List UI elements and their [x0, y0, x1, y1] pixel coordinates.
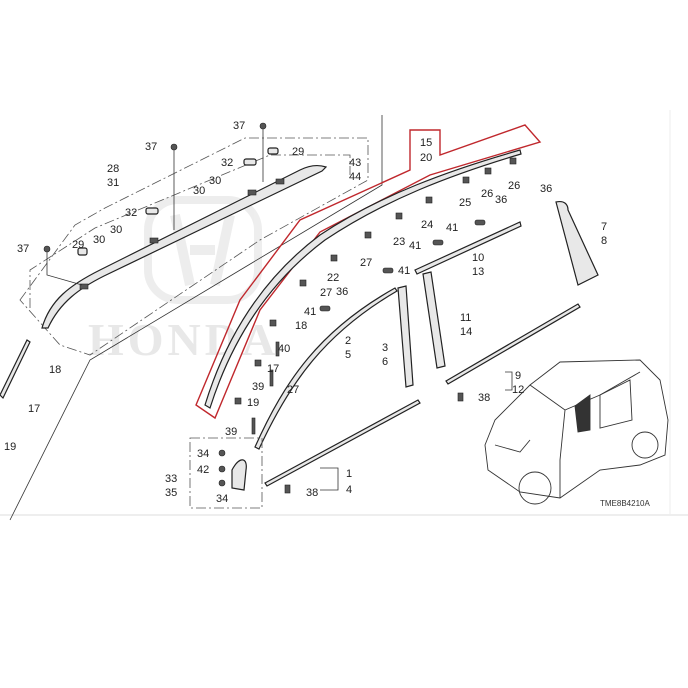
callout: 25	[459, 197, 471, 209]
callout: 30	[93, 234, 105, 246]
callout: 13	[472, 266, 484, 278]
callout: 34	[197, 448, 209, 460]
callout: 1	[346, 468, 352, 480]
callout: 36	[540, 183, 552, 195]
callout: 29	[292, 146, 304, 158]
callout: 14	[460, 326, 472, 338]
callout: 6	[382, 356, 388, 368]
callout: 37	[233, 120, 245, 132]
callout: 23	[393, 236, 405, 248]
vehicle-illustration	[484, 359, 669, 505]
callout: 7	[601, 221, 607, 233]
rail-clip	[247, 189, 257, 196]
callout: 39	[225, 426, 237, 438]
callout: 8	[601, 235, 607, 247]
callout: 42	[197, 464, 209, 476]
callout: 41	[446, 222, 458, 234]
callout: 33	[165, 473, 177, 485]
callout: 30	[110, 224, 122, 236]
diagram-code: TME8B4210A	[600, 499, 650, 508]
callout: 27	[320, 287, 332, 299]
callout: 17	[267, 363, 279, 375]
callout: 30	[193, 185, 205, 197]
callout: 9	[515, 370, 521, 382]
callout: 3	[382, 342, 388, 354]
rail-clip	[275, 178, 285, 185]
cover	[243, 158, 257, 166]
mudguard	[231, 459, 247, 491]
callout: 28	[107, 163, 119, 175]
molding-clips	[234, 157, 517, 435]
callout: 41	[304, 306, 316, 318]
callout: 15	[420, 137, 432, 149]
callout: 12	[512, 384, 524, 396]
callout: 36	[336, 286, 348, 298]
highlight-roof-molding-outline	[195, 124, 542, 420]
callout: 22	[327, 272, 339, 284]
group-border-line	[9, 115, 383, 521]
end-cap	[267, 147, 279, 155]
callout: 43	[349, 157, 361, 169]
callout: 11	[460, 312, 471, 324]
left-molding	[0, 339, 31, 400]
callout: 2	[345, 335, 351, 347]
callout: 20	[420, 152, 432, 164]
bolt	[43, 245, 51, 253]
callout: 27	[360, 257, 372, 269]
callout: 37	[17, 243, 29, 255]
callout: 30	[209, 175, 221, 187]
rear-door-upper-molding	[414, 221, 522, 275]
callout: 10	[472, 252, 484, 264]
callout: 39	[252, 381, 264, 393]
cover	[145, 207, 159, 215]
callout: 29	[72, 239, 84, 251]
callout: 31	[107, 177, 119, 189]
roof-rail-subgroup-outline	[29, 154, 351, 308]
mudguard-group-outline	[189, 437, 263, 509]
callout: 24	[421, 219, 433, 231]
callout: 34	[216, 493, 228, 505]
callout: 19	[4, 441, 16, 453]
pillar-garnish-rear	[422, 271, 446, 369]
callout: 40	[278, 343, 290, 355]
callout: 27	[287, 384, 299, 396]
end-cap	[77, 247, 88, 256]
callout: 4	[346, 484, 352, 496]
callout: 5	[345, 349, 351, 361]
callout: 18	[49, 364, 61, 376]
roof-molding	[204, 149, 522, 409]
front-door-upper-molding	[254, 287, 398, 450]
callout: 19	[247, 397, 259, 409]
callout: 41	[409, 240, 421, 252]
pillar-garnish-front	[397, 285, 414, 388]
callout: 38	[478, 392, 490, 404]
callout: 37	[145, 141, 157, 153]
callout: 26	[508, 180, 520, 192]
callout-labels: 37 37 37 29 29 32 32 28 31 43 44 30 30 3…	[4, 120, 650, 508]
rail-clip	[149, 237, 159, 244]
callout: 26	[481, 188, 493, 200]
rail-clip	[79, 283, 89, 290]
callout: 35	[165, 487, 177, 499]
callout: 32	[125, 207, 137, 219]
roof-rail	[41, 164, 328, 329]
callout: 44	[349, 171, 361, 183]
quarter-garnish	[555, 200, 599, 286]
watermark-text: HONDA	[88, 314, 279, 365]
callout: 18	[295, 320, 307, 332]
front-belt-molding	[264, 399, 421, 487]
roof-rail-group-outline	[19, 137, 369, 356]
callout: 36	[495, 194, 507, 206]
bolt	[170, 143, 178, 151]
callout: 17	[28, 403, 40, 415]
callout: 41	[398, 265, 410, 277]
rear-belt-molding	[445, 303, 581, 385]
bolt	[259, 122, 267, 130]
callout: 32	[221, 157, 233, 169]
callout: 38	[306, 487, 318, 499]
